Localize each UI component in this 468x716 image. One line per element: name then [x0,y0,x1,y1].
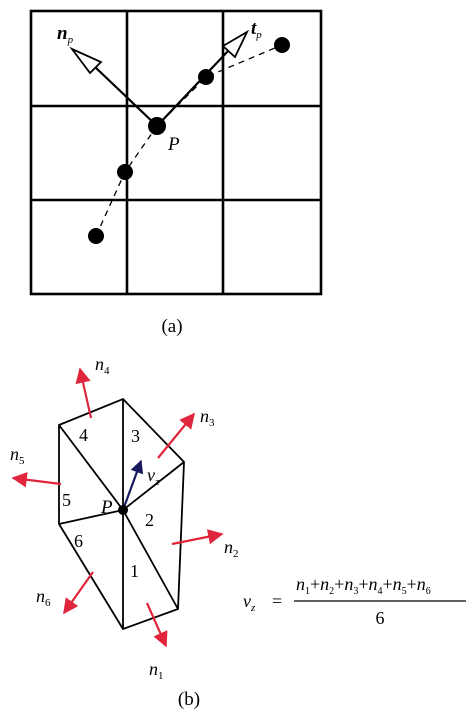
tangent-vector-tp [156,29,250,127]
label-n3-sub: 3 [209,417,215,429]
face-number-5: 5 [62,490,71,510]
svg-text:tp: tp [251,18,262,41]
label-n3: n [200,406,209,426]
point-1 [88,228,104,244]
vz-arrow [121,459,144,511]
normal-arrowhead [69,46,103,75]
formula-numerator: n1+n2+n3+n4+n5+n6 [296,574,431,597]
face-number-6: 6 [74,531,83,551]
label-n4: n [95,354,104,374]
grid [29,9,323,296]
spoke-upper-right [122,461,185,511]
face-number-1: 1 [130,561,139,581]
label-n2-sub: 2 [233,548,239,560]
label-n5: n [10,444,19,464]
caption-a: (a) [161,316,182,337]
vz-formula: vz = n1+n2+n3+n4+n5+n6 6 [243,574,466,628]
hexagon-mesh [58,397,185,631]
spoke-lower-left [58,509,124,525]
num-n3-sub: 3 [353,586,358,597]
point-5 [274,37,290,53]
point-P [148,117,166,135]
label-tp-sub: p [255,29,262,41]
point-P-b [118,505,128,515]
svg-text:n1: n1 [149,659,164,682]
panel-b: 1 2 3 4 5 6 P vz n1 n2 n3 [10,354,466,710]
face-number-3: 3 [131,426,140,446]
label-np-sub: p [67,34,74,46]
svg-text:vz: vz [147,465,160,488]
face-number-2: 2 [145,510,154,530]
grid-border [29,9,323,296]
formula-lhs: v [243,591,251,611]
svg-text:n2: n2 [224,537,239,560]
label-vz: v [147,465,155,485]
normal-arrow-3 [157,412,195,459]
formula-equals: = [272,591,282,611]
label-n6: n [36,586,45,606]
num-n5: n [393,574,402,594]
sample-points [88,37,290,244]
normal-arrow-2 [171,529,224,546]
label-n1: n [149,659,158,679]
formula-lhs-sub: z [250,602,256,614]
num-n3: n [344,574,353,594]
num-n6: n [417,574,426,594]
normal-vector-np [69,46,158,127]
label-n5-sub: 5 [19,455,25,467]
num-n1-sub: 1 [305,586,310,597]
label-np: n [57,23,68,44]
normal-arrow-6 [63,571,94,615]
label-P-a: P [167,134,180,155]
caption-b: (b) [178,689,200,710]
normal-arrow-4 [75,367,93,419]
face-number-4: 4 [79,425,88,445]
svg-text:vz: vz [243,591,256,614]
face-normals [11,367,224,648]
plus-1: + [310,574,320,594]
normal-arrow-1 [145,602,168,648]
num-n2: n [320,574,329,594]
label-n4-sub: 4 [104,365,110,377]
label-n6-sub: 6 [45,597,51,609]
plus-2: + [334,574,344,594]
dashed-curve [95,44,283,237]
num-n5-sub: 5 [402,586,407,597]
plus-5: + [407,574,417,594]
num-n6-sub: 6 [426,586,431,597]
svg-text:n5: n5 [10,444,25,467]
svg-text:n3: n3 [200,406,215,429]
normal-arrow-5 [11,472,62,488]
spoke-upper-left [58,424,124,511]
point-4 [198,69,214,85]
panel-a: np tp P (a) [29,9,323,337]
svg-text:n4: n4 [95,354,110,377]
label-n1-sub: 1 [158,670,164,682]
num-n4-sub: 4 [377,586,382,597]
tangent-arrowhead [221,29,250,59]
num-n2-sub: 2 [329,586,334,597]
plus-3: + [358,574,368,594]
plus-4: + [382,574,392,594]
formula-denominator: 6 [376,608,385,628]
svg-text:np: np [57,23,74,46]
num-n4: n [368,574,377,594]
num-n1: n [296,574,305,594]
svg-text:n6: n6 [36,586,51,609]
point-2 [117,164,133,180]
label-P-b: P [100,497,113,518]
label-vz-sub: z [154,476,160,488]
label-tp: t [251,18,257,39]
label-n2: n [224,537,233,557]
spoke-lower-right [122,509,179,610]
